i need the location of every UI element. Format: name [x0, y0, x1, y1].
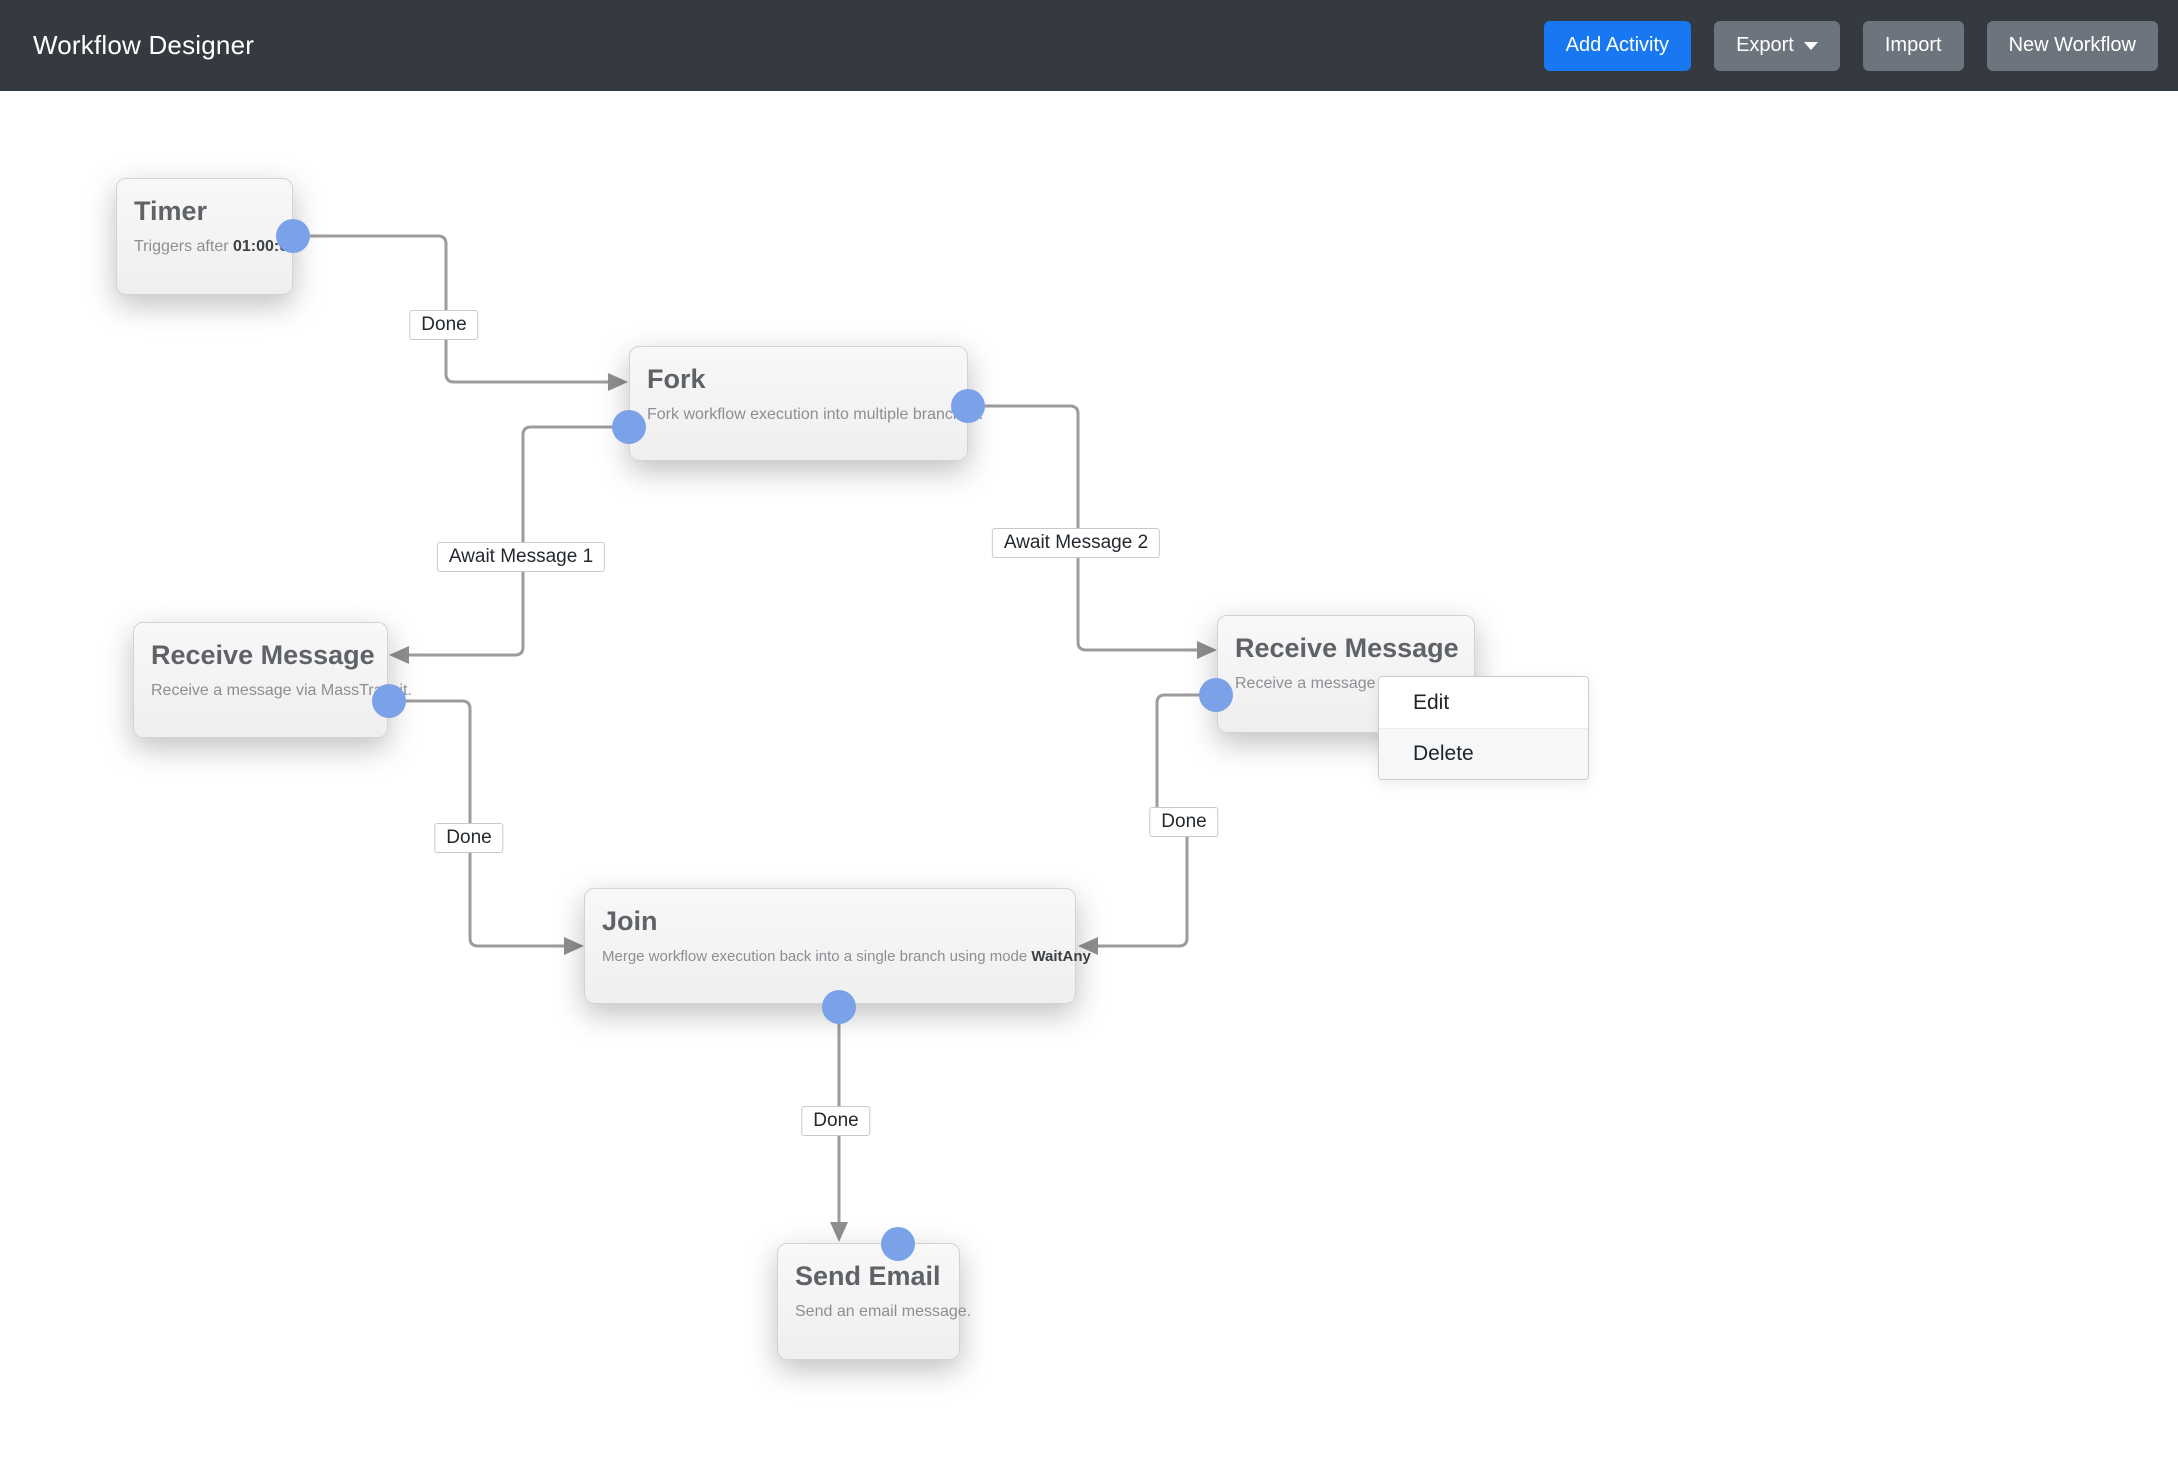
top-navbar: Workflow Designer Add Activity Export Im… — [0, 0, 2178, 91]
edge-label-join-done: Done — [801, 1106, 871, 1136]
node-timer[interactable]: Timer Triggers after 01:00:00 — [116, 178, 297, 295]
desc-text: Fork workflow execution into multiple br… — [647, 406, 984, 424]
edge-label-timer-done: Done — [409, 310, 479, 340]
node-timer-title: Timer — [134, 196, 208, 226]
port-fork-output-right[interactable] — [951, 389, 985, 423]
arrowhead-into-send-email — [830, 1222, 848, 1242]
desc-text: Receive a message via MassTransit. — [151, 682, 412, 700]
export-dropdown-button[interactable]: Export — [1714, 20, 1840, 71]
edge-label-receive-right-done: Done — [1149, 807, 1219, 837]
node-join-description: Merge workflow execution back into a sin… — [602, 947, 1091, 967]
arrowhead-into-fork — [608, 373, 628, 391]
arrowhead-into-join-left — [564, 937, 584, 955]
desc-text: Merge workflow execution back into a sin… — [602, 948, 1032, 966]
context-menu-edit-item[interactable]: Edit — [1379, 677, 1588, 728]
node-fork[interactable]: Fork Fork workflow execution into multip… — [629, 346, 983, 461]
port-fork-output-left[interactable] — [612, 410, 646, 444]
port-timer-output[interactable] — [276, 219, 310, 253]
node-receive-left-title: Receive Message — [151, 640, 375, 670]
port-send-email-output[interactable] — [881, 1227, 915, 1261]
new-workflow-button[interactable]: New Workflow — [1986, 20, 2158, 71]
desc-text: Triggers after — [134, 238, 233, 256]
edge-timer-fork — [293, 234, 608, 384]
arrowhead-into-join-right — [1078, 937, 1098, 955]
caret-down-icon — [1803, 41, 1818, 50]
edge-label-receive-left-done: Done — [434, 823, 504, 853]
port-join-output[interactable] — [822, 990, 856, 1024]
node-receive-right-title: Receive Message — [1235, 633, 1459, 663]
node-send-email-title: Send Email — [795, 1261, 941, 1291]
import-button[interactable]: Import — [1862, 20, 1964, 71]
arrowhead-into-receive-left — [389, 646, 409, 664]
desc-strong-text: WaitAny — [1031, 948, 1091, 966]
node-join[interactable]: Join Merge workflow execution back into … — [584, 888, 1091, 1004]
arrowhead-into-receive-right — [1197, 641, 1217, 659]
node-fork-title: Fork — [647, 364, 706, 394]
context-menu-delete-item[interactable]: Delete — [1379, 728, 1588, 779]
node-context-menu: Edit Delete — [1378, 676, 1589, 780]
node-timer-description: Triggers after 01:00:00 — [134, 237, 297, 258]
desc-text: Send an email message. — [795, 1303, 972, 1321]
node-send-email-description: Send an email message. — [795, 1302, 971, 1323]
edge-label-await-message-2: Await Message 2 — [991, 528, 1161, 558]
node-join-title: Join — [602, 906, 658, 936]
edge-fork-receive-left — [409, 425, 629, 657]
node-receive-message-left[interactable]: Receive Message Receive a message via Ma… — [133, 622, 412, 738]
app-title: Workflow Designer — [33, 30, 255, 60]
node-send-email[interactable]: Send Email Send an email message. — [777, 1243, 971, 1360]
port-receive-left-output[interactable] — [372, 684, 406, 718]
add-activity-label: Add Activity — [1565, 34, 1670, 56]
port-receive-right-output[interactable] — [1199, 678, 1233, 712]
new-workflow-label: New Workflow — [2008, 34, 2136, 56]
node-fork-description: Fork workflow execution into multiple br… — [647, 405, 983, 426]
add-activity-button[interactable]: Add Activity — [1543, 20, 1692, 71]
export-label: Export — [1736, 34, 1794, 56]
edge-label-await-message-1: Await Message 1 — [436, 542, 606, 572]
node-receive-left-description: Receive a message via MassTransit. — [151, 681, 412, 702]
import-label: Import — [1884, 34, 1942, 56]
